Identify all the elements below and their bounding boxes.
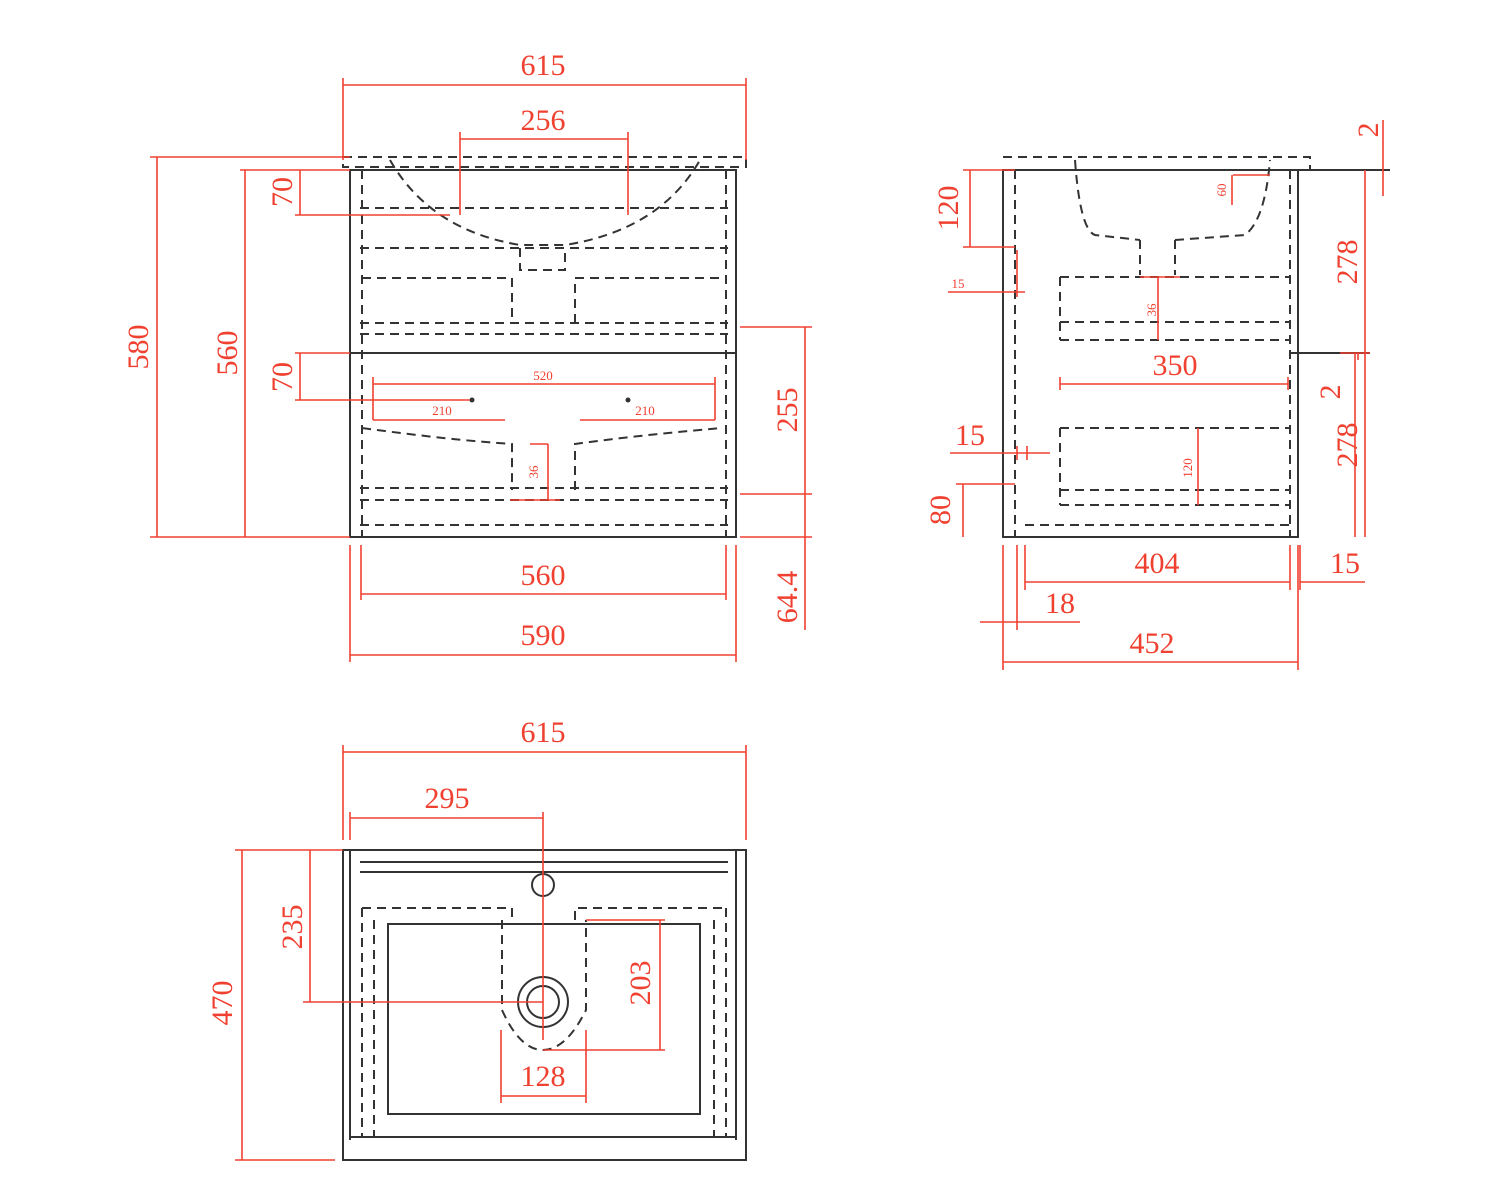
dim-side-36: 36 (1144, 303, 1159, 317)
dim-side-120-lower: 120 (1180, 458, 1195, 478)
dim-top-295: 295 (425, 782, 470, 815)
dim-side-15-small: 15 (952, 276, 965, 291)
dim-front-590: 590 (521, 619, 566, 652)
top-view: 615 295 235 470 203 128 (206, 716, 747, 1161)
dim-top-203: 203 (624, 961, 657, 1006)
dim-front-520: 520 (533, 368, 553, 383)
dim-side-80: 80 (924, 495, 957, 525)
dim-side-15: 15 (955, 419, 985, 452)
dim-front-210-left: 210 (432, 403, 452, 418)
side-view: 2 278 2 278 120 15 350 15 80 404 15 18 4… (924, 120, 1390, 670)
dim-side-350: 350 (1153, 349, 1198, 382)
dim-side-278-lower: 278 (1331, 423, 1364, 468)
dim-side-2-gap: 2 (1314, 385, 1347, 400)
dim-front-70-drawer: 70 (266, 362, 299, 392)
front-view: 615 256 580 560 70 70 255 64.4 560 590 5… (122, 49, 812, 662)
dim-side-15-back: 15 (1330, 547, 1360, 580)
dim-side-278-upper: 278 (1331, 240, 1364, 285)
dim-front-64-4: 64.4 (771, 571, 804, 624)
dim-front-70-top: 70 (266, 177, 299, 207)
dim-top-470: 470 (206, 981, 239, 1026)
dim-side-452: 452 (1130, 627, 1175, 660)
dim-front-255: 255 (771, 388, 804, 433)
dim-side-404: 404 (1135, 547, 1180, 580)
dim-front-580: 580 (122, 325, 155, 370)
dim-side-18: 18 (1045, 587, 1075, 620)
dim-front-36: 36 (526, 465, 541, 479)
dim-side-2-top: 2 (1352, 123, 1385, 138)
dim-top-615: 615 (521, 716, 566, 749)
dim-side-120: 120 (932, 186, 965, 231)
dim-top-128: 128 (521, 1060, 566, 1093)
dim-front-615: 615 (521, 49, 566, 82)
dim-front-210-right: 210 (635, 403, 655, 418)
dim-front-560-height: 560 (211, 331, 244, 376)
dim-front-256: 256 (521, 104, 566, 137)
dim-top-235: 235 (276, 905, 309, 950)
dim-side-60: 60 (1214, 184, 1229, 197)
dim-front-560-width: 560 (521, 559, 566, 592)
